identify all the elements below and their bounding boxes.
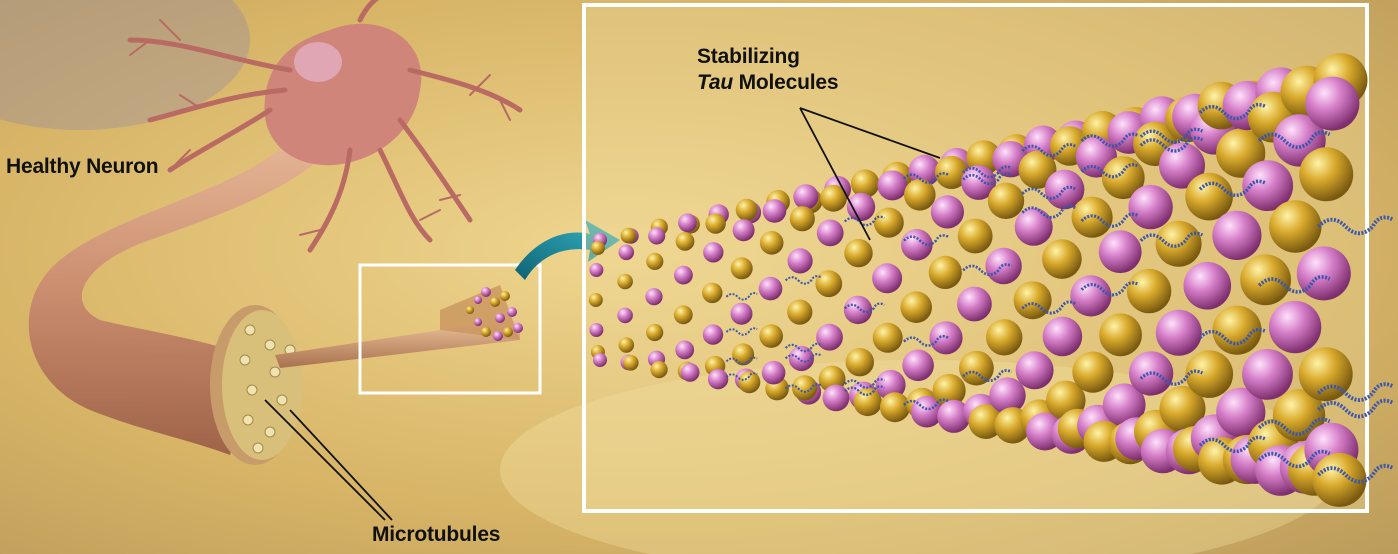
tau-label-line1: Stabilizing (697, 44, 838, 70)
tubulin-subunit (760, 231, 784, 255)
tubulin-subunit (1015, 208, 1053, 246)
healthy-neuron-label: Healthy Neuron (6, 154, 158, 180)
tubulin-subunit (1128, 185, 1172, 229)
tubulin-subunit (1269, 301, 1321, 353)
tubulin-subunit (846, 348, 874, 376)
tubulin-subunit (589, 263, 603, 277)
tubulin-subunit (733, 219, 755, 241)
tau-italic-word: Tau (697, 71, 733, 94)
tubulin-subunit (617, 308, 633, 324)
tubulin-subunit (986, 319, 1022, 355)
tubulin-subunit (1297, 246, 1351, 300)
neuron-nucleus (294, 42, 342, 82)
tubulin-subunit (873, 323, 903, 353)
tubulin-subunit (788, 248, 813, 273)
tubulin-subunit (929, 256, 962, 289)
tubulin-subunit (1099, 230, 1142, 273)
tubulin-subunit (702, 283, 722, 303)
tubulin-subunit (675, 341, 694, 360)
tubulin-subunit (1042, 239, 1082, 279)
tubulin-subunit (901, 229, 933, 261)
tubulin-subunit (874, 208, 904, 238)
tubulin-subunit (790, 206, 815, 231)
tubulin-subunit (793, 184, 818, 209)
tubulin-subunit (1242, 349, 1293, 400)
tubulin-subunit (1016, 351, 1054, 389)
tubulin-subunit (823, 385, 850, 412)
tubulin-subunit (957, 287, 992, 322)
tubulin-subunit (1184, 262, 1232, 310)
tubulin-subunit (1305, 77, 1359, 131)
tubulin-subunit (763, 199, 787, 223)
tubulin-subunit (844, 239, 872, 267)
tubulin-subunit (900, 291, 932, 323)
tubulin-subunit (703, 242, 723, 262)
tubulin-subunit (815, 270, 842, 297)
tubulin-subunit (1043, 317, 1083, 357)
tubulin-subunit (844, 296, 872, 324)
tubulin-subunit (1186, 350, 1234, 398)
tubulin-subunit (646, 253, 663, 270)
tubulin-subunit (619, 337, 635, 353)
tubulin-subunit (621, 228, 637, 244)
tubulin-subunit (759, 324, 783, 348)
tubulin-subunit (589, 323, 603, 337)
tubulin-subunit (877, 170, 907, 200)
tubulin-subunit (931, 195, 964, 228)
tubulin-subunit (787, 300, 812, 325)
tubulin-subunit (902, 350, 934, 382)
tubulin-subunit (792, 375, 817, 400)
tubulin-subunit (904, 179, 936, 211)
tubulin-subunit (674, 266, 693, 285)
tubulin-subunit (732, 343, 754, 365)
tubulin-subunit (623, 355, 639, 371)
tubulin-subunit (816, 324, 843, 351)
tubulin-subunit (731, 303, 753, 325)
tubulin-subunit (589, 293, 603, 307)
tubulin-subunit (1212, 211, 1261, 260)
tubulin-subunit (593, 353, 607, 367)
tubulin-subunit (1185, 173, 1233, 221)
tubulin-subunit (731, 257, 753, 279)
tubulin-subunit (1299, 147, 1353, 201)
tubulin-subunit (1156, 310, 1202, 356)
tubulin-subunit (1269, 200, 1321, 252)
tubulin-subunit (651, 361, 668, 378)
tubulin-subunit (872, 263, 902, 293)
tubulin-subunit (759, 277, 783, 301)
tubulin-subunit (705, 213, 725, 233)
tubulin-subunit (736, 199, 758, 221)
tubulin-subunit (648, 227, 665, 244)
tubulin-subunit (1299, 347, 1353, 401)
tau-label-line2: Tau Molecules (697, 70, 838, 96)
tubulin-subunit (619, 245, 635, 261)
tubulin-subunit (591, 241, 605, 255)
tubulin-subunit (681, 363, 700, 382)
tubulin-subunit (678, 213, 697, 232)
tubulin-subunit (1072, 352, 1113, 393)
tubulin-subunit (880, 392, 910, 422)
tau-molecules-label: Stabilizing Tau Molecules (697, 44, 838, 96)
tubulin-subunit (1070, 275, 1111, 316)
tubulin-subunit (708, 369, 728, 389)
tubulin-subunit (762, 361, 786, 385)
tubulin-subunit (703, 324, 723, 344)
tubulin-subunit (646, 324, 663, 341)
tubulin-subunit (817, 220, 844, 247)
tubulin-subunit (1099, 313, 1142, 356)
tau-label-rest: Molecules (733, 71, 838, 94)
tubulin-subunit (674, 305, 693, 324)
tubulin-subunit (958, 219, 993, 254)
microtubules-label: Microtubules (372, 522, 500, 548)
tubulin-subunit (617, 274, 633, 290)
tubulin-subunit (676, 232, 695, 251)
tubulin-subunit (1127, 269, 1171, 313)
tubulin-subunit (645, 288, 662, 305)
tubulin-subunit (1014, 281, 1052, 319)
tubulin-subunit (988, 183, 1024, 219)
